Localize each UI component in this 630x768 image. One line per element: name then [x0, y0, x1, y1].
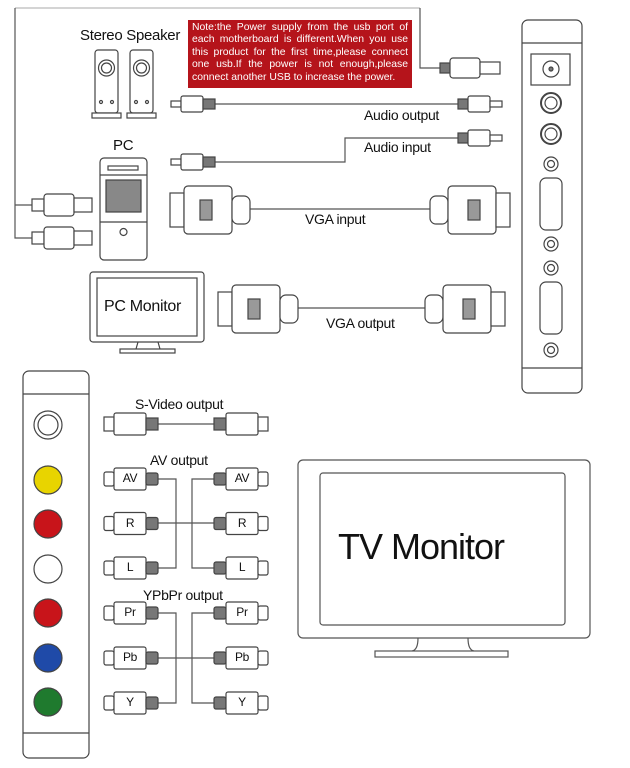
rca-yellow [33, 465, 63, 495]
plug-label: AV [122, 471, 138, 485]
plug-label: Pr [124, 605, 136, 619]
svideo-plug-icon [103, 412, 269, 436]
vga-input-label: VGA input [305, 211, 366, 227]
rca-plug-right [213, 556, 269, 580]
audio-plug-icon [170, 57, 503, 171]
usb-plug-icon [31, 193, 93, 250]
rca-plug-right [213, 646, 269, 670]
rca-plug-left [103, 646, 159, 670]
stereo-speaker-icon [91, 49, 157, 119]
rca-plug-left [103, 691, 159, 715]
rca-plug-left [103, 601, 159, 625]
rca-jacks [33, 465, 63, 717]
rca-plug-right [213, 601, 269, 625]
audio-input-label: Audio input [364, 139, 431, 155]
rca-plug-left [103, 511, 159, 536]
rca-pb-blue [33, 643, 63, 673]
pc-tower-icon [99, 157, 148, 261]
rca-y-green [33, 687, 63, 717]
plug-label: Y [126, 695, 134, 709]
audio-input-cable [215, 137, 458, 163]
usb-wire-1 [14, 8, 32, 239]
rca-plug-right [213, 511, 269, 536]
ypbpr-wire-right [191, 612, 214, 704]
plug-label: Pr [236, 605, 248, 619]
rca-plug-right [213, 467, 269, 491]
rca-plugs [103, 467, 269, 715]
tv-monitor-icon [297, 459, 591, 658]
plug-label: L [126, 560, 134, 574]
pc-monitor-label: PC Monitor [104, 298, 182, 315]
av-wire-right [191, 478, 214, 569]
rca-red [33, 509, 63, 539]
plug-label: Y [238, 695, 246, 709]
power-note: Note:the Power supply from the usb port … [188, 20, 412, 88]
svideo-output-label: S-Video output [135, 396, 224, 412]
plug-label: R [237, 515, 247, 530]
device-panel-right [521, 19, 583, 394]
plug-label: L [238, 560, 246, 574]
rca-plug-left [103, 556, 159, 580]
pc-monitor-icon [89, 271, 205, 354]
plug-label: R [125, 515, 135, 530]
av-output-label: AV output [150, 452, 208, 468]
ypbpr-output-label: YPbPr output [143, 587, 223, 603]
plug-label: Pb [234, 650, 250, 664]
vga-output-label: VGA output [326, 315, 395, 331]
pc-label: PC [113, 137, 134, 154]
rca-white [33, 554, 63, 584]
stereo-speaker-label: Stereo Speaker [80, 27, 181, 44]
plug-label: AV [234, 471, 250, 485]
rca-plug-right [213, 691, 269, 715]
vga-connector-icon [169, 185, 511, 334]
power-wire [419, 8, 440, 69]
plug-label: Pb [122, 650, 138, 664]
rca-pr-red [33, 598, 63, 628]
rca-plug-left [103, 467, 159, 491]
tv-monitor-label: TV Monitor [338, 526, 505, 567]
audio-output-label: Audio output [364, 107, 440, 123]
